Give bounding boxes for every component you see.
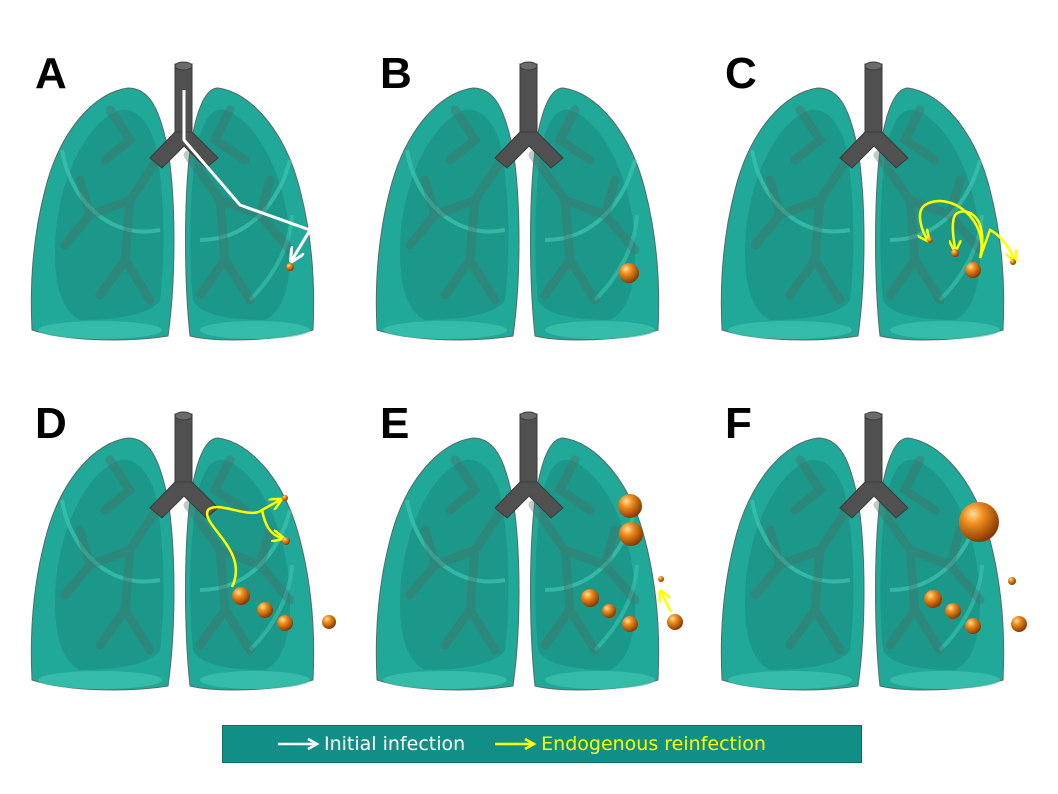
lesion <box>602 604 616 618</box>
panel-letter-b: B <box>380 49 412 98</box>
panel-letter-a: A <box>35 49 67 98</box>
lesion <box>965 618 981 634</box>
panel-letter-e: E <box>380 399 409 448</box>
lesion <box>667 614 683 630</box>
lesion <box>945 603 961 619</box>
lesion <box>286 263 294 271</box>
panel-d: D <box>31 399 336 690</box>
lesion <box>232 587 250 605</box>
legend-item-endogenous: Endogenous reinfection <box>495 733 766 755</box>
legend-label-initial: Initial infection <box>324 733 466 755</box>
white-arrow-icon <box>278 737 320 751</box>
panel-f: F <box>721 399 1027 690</box>
legend-label-endogenous: Endogenous reinfection <box>541 733 766 755</box>
lesion <box>277 615 293 631</box>
yellow-arrow-icon <box>495 737 537 751</box>
panel-a: A <box>31 49 313 340</box>
endogenous-arrows <box>920 199 1015 260</box>
lesion <box>959 502 999 542</box>
panel-b: B <box>376 49 658 340</box>
lesion <box>1008 577 1016 585</box>
lesion <box>619 263 639 283</box>
lesion <box>622 616 638 632</box>
lesion <box>1010 259 1016 265</box>
lesion <box>927 237 933 243</box>
legend: Initial infection Endogenous reinfection <box>222 725 862 763</box>
lesion <box>282 537 290 545</box>
panel-e: E <box>376 399 683 690</box>
panel-letter-c: C <box>725 49 757 98</box>
initial-infection-arrow <box>182 90 313 260</box>
lesion <box>951 249 959 257</box>
endogenous-arrow <box>260 509 282 538</box>
lesion <box>1011 616 1027 632</box>
lesion <box>257 602 273 618</box>
lesion <box>658 576 664 582</box>
legend-item-initial: Initial infection <box>278 733 465 755</box>
panel-letter-f: F <box>725 399 752 448</box>
endogenous-arrow <box>205 500 280 588</box>
lesion <box>619 522 643 546</box>
panel-c: C <box>721 49 1016 340</box>
lesion <box>322 615 336 629</box>
lesion <box>282 495 288 501</box>
lesion <box>965 262 981 278</box>
lesion <box>618 494 642 518</box>
lesion <box>581 589 599 607</box>
lesion <box>924 590 942 608</box>
panel-letter-d: D <box>35 399 67 448</box>
endogenous-arrow <box>661 592 673 613</box>
